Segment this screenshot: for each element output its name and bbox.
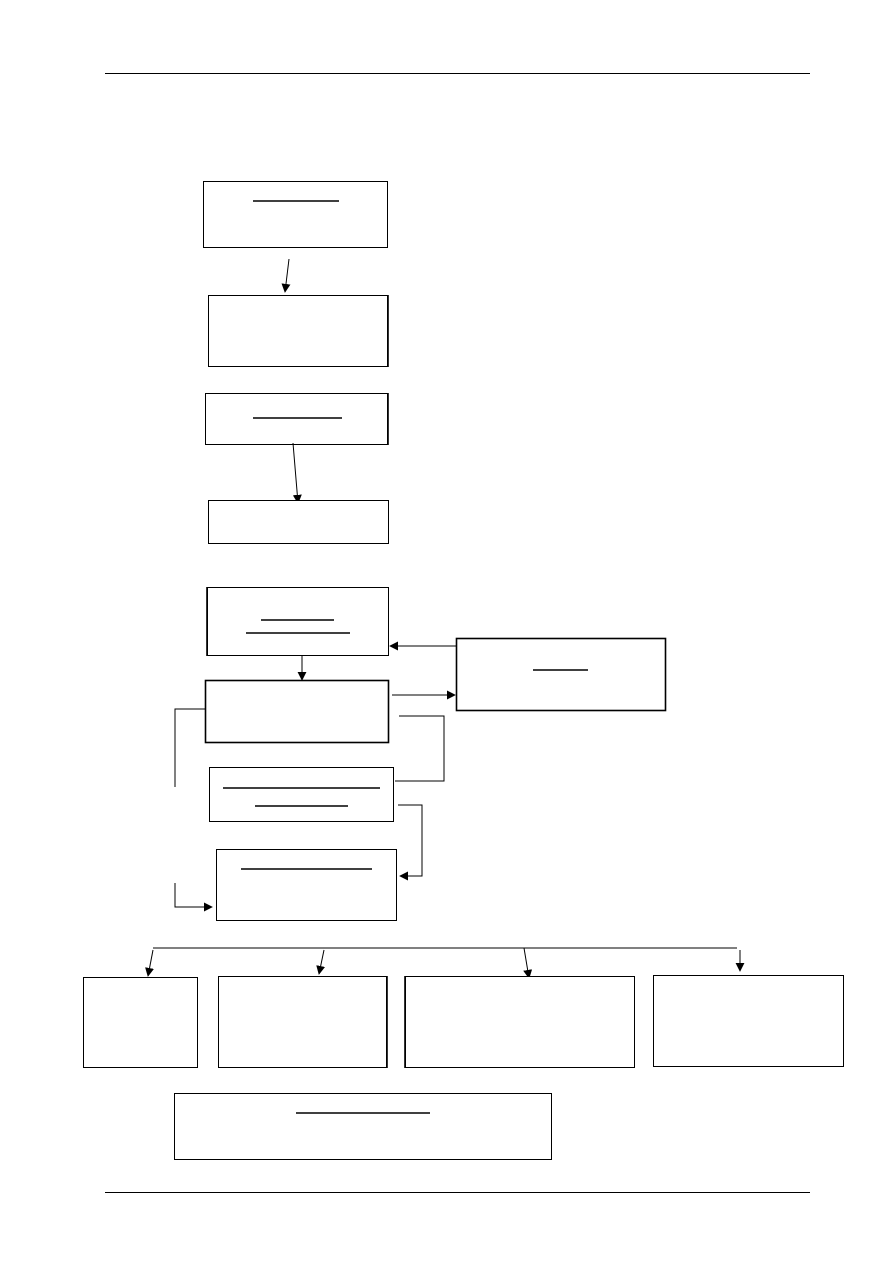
edge-node6-node8-loop	[395, 715, 445, 782]
flow-node-12	[404, 976, 635, 1068]
edge-node3-node4	[292, 442, 302, 504]
flow-node-2	[208, 295, 389, 367]
flow-node-5	[206, 587, 389, 656]
edge-bar-node12	[523, 947, 533, 979]
flow-node-3	[205, 393, 389, 445]
flow-node-1	[203, 181, 388, 248]
flow-node-4	[208, 500, 389, 544]
edge-node6-node9-left-bracket-top	[174, 708, 205, 787]
edge-bar-node10	[145, 949, 154, 977]
flow-node-9	[216, 849, 397, 921]
flow-node-8	[209, 767, 394, 822]
flow-node-14	[174, 1093, 552, 1160]
edge-node1-node2	[281, 258, 291, 293]
flow-node-7	[455, 637, 667, 712]
flow-node-6	[204, 679, 390, 744]
edge-node8-node9	[398, 804, 423, 881]
edge-bar-node11	[316, 949, 326, 975]
flow-node-10	[83, 977, 198, 1068]
flow-node-11	[218, 976, 388, 1068]
edge-node6-node9-left-bracket-bottom	[174, 883, 213, 912]
flow-node-13	[653, 975, 844, 1067]
